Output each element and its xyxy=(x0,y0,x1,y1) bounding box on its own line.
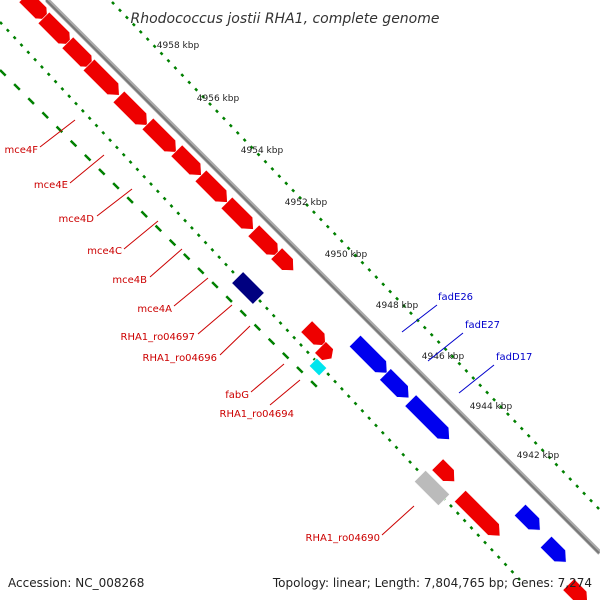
reverse-gene-arrow[interactable] xyxy=(539,535,567,563)
forward-gene-arrow[interactable] xyxy=(170,144,202,176)
tick-label: 4942 kbp xyxy=(517,451,560,461)
gene-leader-line xyxy=(69,154,105,184)
lower-dotted-track xyxy=(0,21,521,581)
forward-gene-label[interactable]: RHA1_ro04690 xyxy=(306,533,381,544)
tick-label: 4944 kbp xyxy=(470,402,513,412)
gene-leader-line xyxy=(401,304,438,333)
forward-gene-arrow[interactable] xyxy=(194,169,228,203)
gene-leader-line xyxy=(381,505,415,536)
tick-labels-layer: 4958 kbp 4956 kbp 4954 kbp 4952 kbp 4950 kbp… xyxy=(157,41,560,461)
tick-label: 4946 kbp xyxy=(422,352,465,362)
reverse-gene-label[interactable]: fadE26 xyxy=(438,292,473,303)
reverse-gene-arrow[interactable] xyxy=(348,334,388,374)
gene-leader-line xyxy=(123,220,159,250)
track-dots-layer xyxy=(0,1,600,581)
gene-labels-layer: mce4F mce4E mce4D mce4C mce4B mce4A RHA1_ro046… xyxy=(4,119,532,544)
gene-leader-line xyxy=(39,119,76,148)
forward-gene-label[interactable]: RHA1_ro04696 xyxy=(143,353,218,364)
forward-gene-label[interactable]: mce4B xyxy=(112,275,147,286)
gene-leader-line xyxy=(219,325,251,356)
reverse-gene-arrow[interactable] xyxy=(404,394,450,440)
rna-gene-arrow[interactable] xyxy=(308,357,328,377)
forward-gene-label[interactable]: mce4F xyxy=(4,145,38,156)
gene-leader-line xyxy=(427,332,464,362)
forward-gene-arrow[interactable] xyxy=(37,11,71,45)
upper-dotted-track xyxy=(111,1,600,511)
forward-gene-label[interactable]: mce4E xyxy=(34,180,68,191)
tick-label: 4948 kbp xyxy=(376,301,419,311)
genome-summary-text: Topology: linear; Length: 7,804,765 bp; … xyxy=(272,576,592,590)
forward-gene-arrow[interactable] xyxy=(141,117,177,153)
forward-gene-arrow[interactable] xyxy=(453,489,501,537)
accession-text: Accession: NC_008268 xyxy=(8,576,144,590)
map-title: Rhodococcus jostii RHA1, complete genome xyxy=(130,11,439,27)
reverse-gene-label[interactable]: fadD17 xyxy=(496,352,532,363)
tick-label: 4956 kbp xyxy=(197,94,240,104)
forward-gene-arrow[interactable] xyxy=(82,58,120,96)
gene-leader-line xyxy=(197,304,233,335)
forward-gene-arrow[interactable] xyxy=(18,0,48,20)
genes-layer xyxy=(18,0,588,600)
forward-gene-label[interactable]: mce4C xyxy=(87,246,122,257)
forward-gene-arrow[interactable] xyxy=(220,196,254,230)
forward-gene-arrow[interactable] xyxy=(270,247,294,271)
lower-dashed-track xyxy=(0,69,321,391)
tick-label: 4954 kbp xyxy=(241,146,284,156)
forward-gene-arrow[interactable] xyxy=(112,90,148,126)
forward-gene-label[interactable]: RHA1_ro04694 xyxy=(220,409,295,420)
tick-label: 4952 kbp xyxy=(285,198,328,208)
gene-leader-line xyxy=(458,364,495,394)
tick-label: 4958 kbp xyxy=(157,41,200,51)
reverse-gene-arrow[interactable] xyxy=(231,271,265,305)
reverse-gene-arrow[interactable] xyxy=(513,503,541,531)
gene-leader-line xyxy=(269,379,301,406)
gene-leader-line xyxy=(250,363,285,393)
tick-label: 4950 kbp xyxy=(325,250,368,260)
forward-gene-label[interactable]: mce4A xyxy=(137,304,172,315)
reverse-gene-label[interactable]: fadE27 xyxy=(465,320,500,331)
forward-gene-arrow[interactable] xyxy=(431,458,455,482)
forward-gene-label[interactable]: mce4D xyxy=(59,214,95,225)
forward-gene-arrow[interactable] xyxy=(314,341,334,361)
reverse-gene-arrow[interactable] xyxy=(379,368,410,399)
forward-gene-label[interactable]: fabG xyxy=(225,390,249,401)
forward-gene-label[interactable]: RHA1_ro04697 xyxy=(121,332,196,343)
genome-backbone-layer xyxy=(45,0,600,555)
gene-leader-line xyxy=(173,277,209,307)
gene-leader-line xyxy=(149,248,183,278)
pseudo-gene-arrow[interactable] xyxy=(413,469,451,507)
forward-gene-arrow[interactable] xyxy=(247,224,279,256)
forward-gene-arrow[interactable] xyxy=(300,320,326,346)
forward-gene-arrow[interactable] xyxy=(562,578,588,600)
gene-leader-line xyxy=(96,188,133,217)
